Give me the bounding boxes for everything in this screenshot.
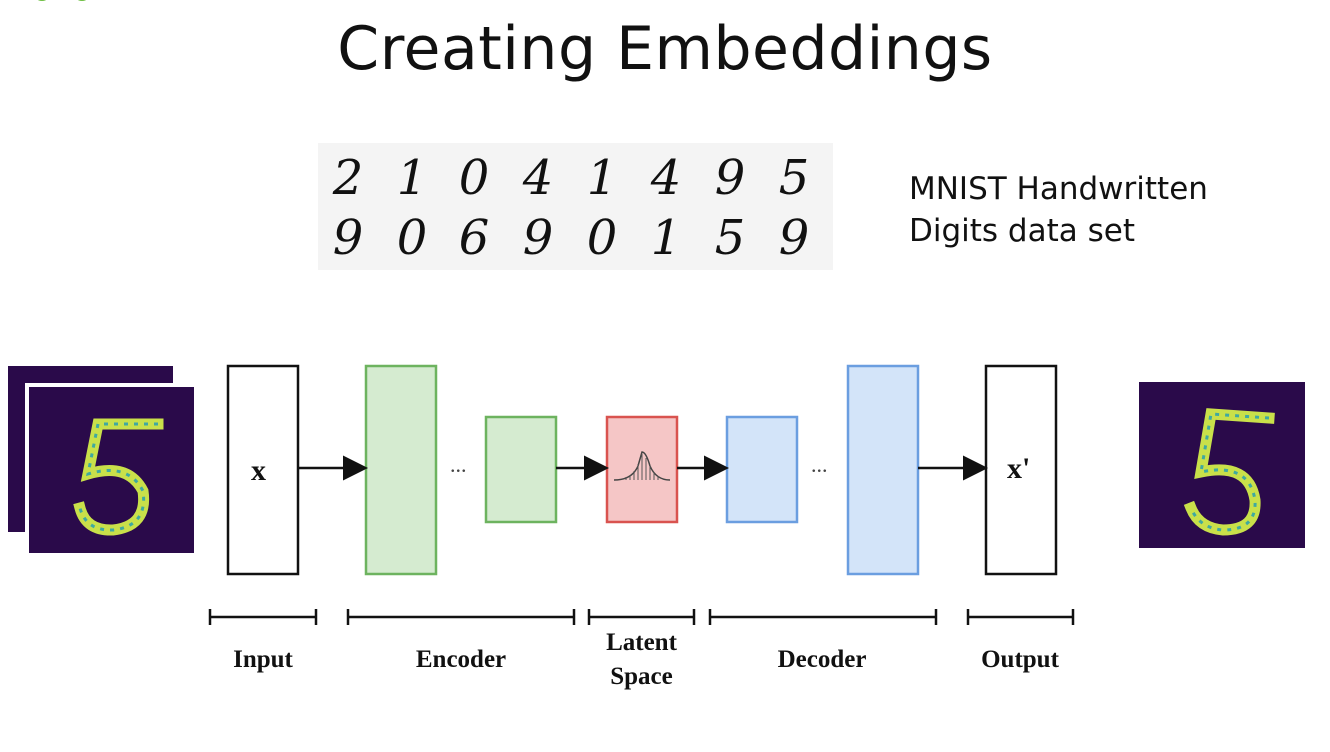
- mnist-caption-line1: MNIST Handwritten: [909, 171, 1208, 207]
- stage-label-decoder: Decoder: [777, 646, 867, 673]
- stage-label-input: Input: [233, 646, 293, 673]
- mnist-digit: 1: [650, 210, 682, 266]
- stage-label-latent-line2: Space: [610, 663, 673, 690]
- decoder-ellipsis: ...: [811, 452, 828, 477]
- mnist-digit: 5: [714, 210, 746, 266]
- mnist-digit: 2: [332, 150, 364, 206]
- input-symbol: x: [251, 454, 266, 487]
- mnist-digit: 1: [586, 150, 618, 206]
- slide-title: Creating Embeddings: [337, 14, 993, 84]
- mnist-digit: 9: [522, 210, 554, 266]
- stage-label-latent-line1: Latent: [606, 629, 677, 656]
- encoder-layer-large: [364, 364, 438, 576]
- window-control-dots: [37, 0, 87, 1]
- mnist-digit: 4: [522, 150, 554, 206]
- stage-label-encoder: Encoder: [415, 646, 507, 673]
- encoder-layer-small: [484, 415, 558, 524]
- mnist-digit: 0: [458, 150, 490, 206]
- mnist-sample-grid: 2 1 0 4 1 4 9 5 9 0 6 9 0 1 5 9: [318, 143, 833, 270]
- mnist-digit: 1: [396, 150, 428, 206]
- decoder-layer-large: [846, 364, 920, 576]
- stage-brackets: [208, 609, 1075, 625]
- output-digit-image: [1139, 382, 1305, 548]
- mnist-digit: 4: [650, 150, 682, 206]
- decoder-layer-small: [725, 415, 799, 524]
- mnist-digit: 9: [778, 210, 810, 266]
- input-digit-images: [8, 366, 194, 553]
- mnist-digit: 5: [778, 150, 810, 206]
- input-layer-box: [226, 364, 300, 576]
- autoencoder-diagram: [208, 364, 1075, 625]
- output-layer-box: [984, 364, 1058, 576]
- encoder-ellipsis: ...: [450, 452, 467, 477]
- stage-label-output: Output: [981, 646, 1059, 673]
- output-symbol: x': [1007, 452, 1031, 485]
- mnist-caption: MNIST Handwritten Digits data set: [909, 168, 1208, 252]
- mnist-digit: 0: [396, 210, 428, 266]
- mnist-digit: 9: [332, 210, 364, 266]
- mnist-caption-line2: Digits data set: [909, 213, 1135, 249]
- mnist-digit: 0: [586, 210, 618, 266]
- mnist-digit: 6: [458, 210, 490, 266]
- mnist-digit: 9: [714, 150, 746, 206]
